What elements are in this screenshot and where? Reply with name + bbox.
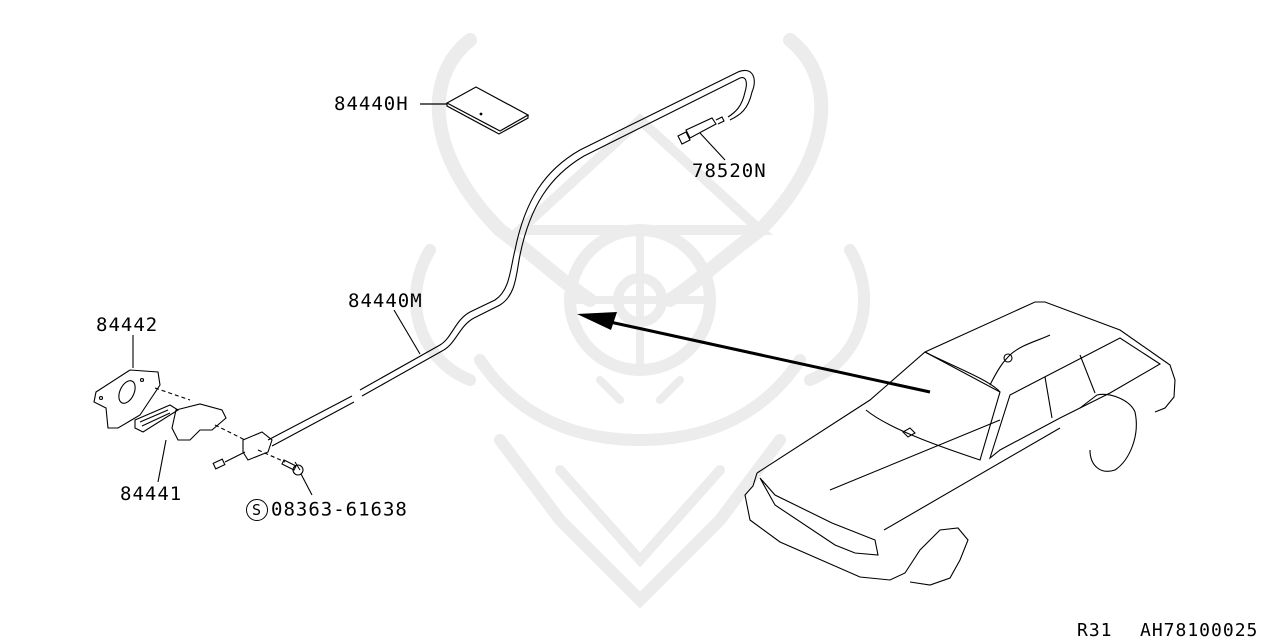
part-84440H-pad xyxy=(420,86,530,135)
standard-part-symbol-icon: S xyxy=(246,499,268,521)
leader-lines xyxy=(294,461,301,471)
cable-end-clip xyxy=(212,431,286,470)
part-84442-bracket xyxy=(93,335,161,429)
label-08363-61638-text: 08363-61638 xyxy=(271,498,408,521)
footer-ref-code: AH78100025 xyxy=(1140,620,1259,641)
part-84440M-cable xyxy=(267,70,755,447)
label-78520N: 78520N xyxy=(692,160,767,182)
watermark-logo xyxy=(410,33,870,609)
label-84442: 84442 xyxy=(96,314,159,336)
vehicle-outline xyxy=(744,301,1176,586)
part-78520N-fitting xyxy=(677,116,726,161)
footer-model: R31 xyxy=(1077,620,1113,641)
label-84441: 84441 xyxy=(120,483,183,505)
part-08363-61638-screw xyxy=(281,459,313,496)
locator-arrow xyxy=(577,312,931,394)
part-84441-lever xyxy=(134,387,246,483)
label-84440H: 84440H xyxy=(334,93,409,115)
label-84440M: 84440M xyxy=(348,290,423,312)
